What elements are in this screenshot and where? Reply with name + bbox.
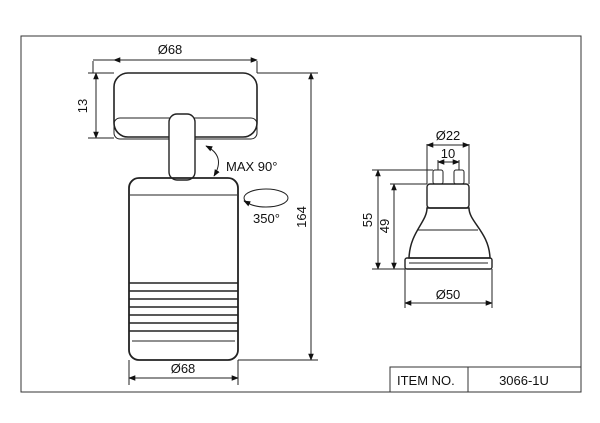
bottom-diameter-label: Ø68 (171, 361, 196, 376)
tilt-arc (205, 145, 220, 177)
reflector-diameter-label: Ø50 (436, 287, 461, 302)
canopy-height-label: 13 (75, 99, 90, 113)
title-block (389, 366, 582, 393)
bulb-lens-rim (404, 257, 493, 270)
item-no-label: ITEM NO. (397, 373, 455, 388)
bulb-pin-left (432, 169, 444, 185)
bulb-reflector (408, 207, 491, 259)
lamp-cylinder (128, 177, 239, 361)
pin-spacing-label: 10 (441, 146, 455, 161)
item-no-value: 3066-1U (499, 373, 549, 388)
rotation-arc (243, 188, 289, 208)
overall-height-label: 55 (360, 213, 375, 227)
tilt-label: MAX 90° (226, 159, 277, 174)
rotation-label: 350° (253, 211, 280, 226)
bulb-view (372, 142, 493, 308)
bulb-base (426, 183, 470, 209)
bulb-pin-right (453, 169, 465, 185)
drawing-frame (20, 35, 582, 393)
cooling-grooves (129, 282, 238, 332)
arm-stem (168, 113, 196, 181)
top-diameter-label: Ø68 (158, 42, 183, 57)
fixture-view (88, 57, 318, 385)
total-height-label: 164 (294, 206, 309, 228)
body-height-label: 49 (377, 219, 392, 233)
pin-diameter-label: Ø22 (436, 128, 461, 143)
